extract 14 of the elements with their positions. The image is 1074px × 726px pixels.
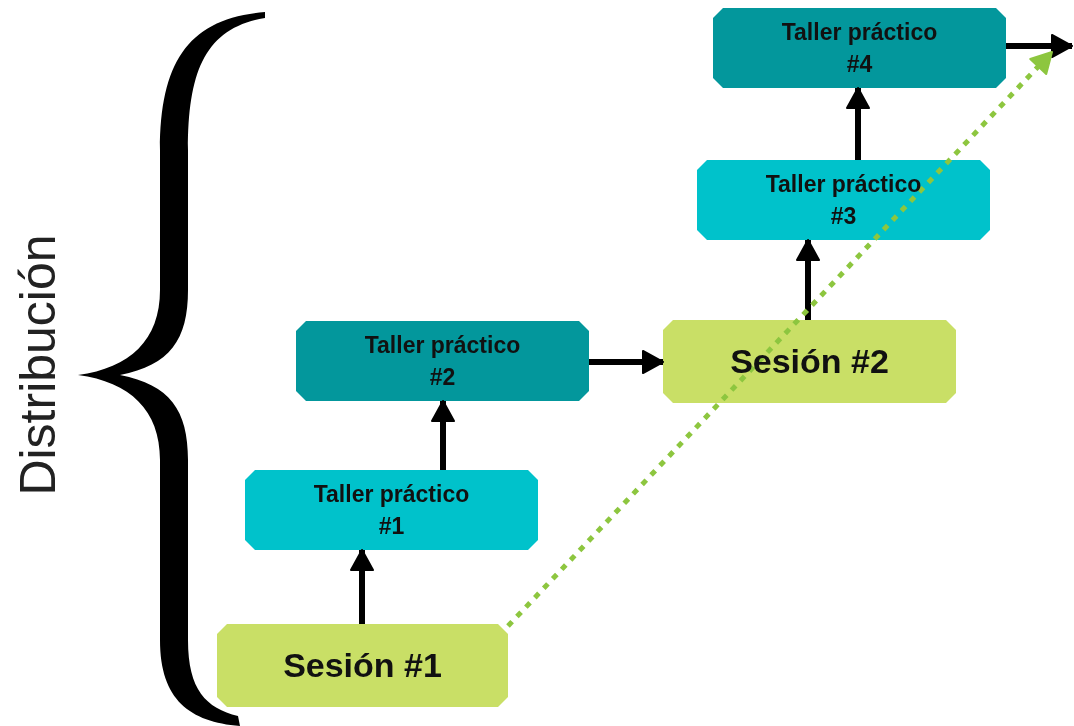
arrow (1006, 34, 1073, 58)
arrow (796, 239, 820, 320)
dotted-arrow (506, 50, 1054, 628)
box-label: Taller práctico #4 (780, 17, 939, 79)
box-label: Sesión #1 (283, 644, 442, 686)
arrow (350, 549, 374, 624)
arrow (431, 400, 455, 470)
box-label: Taller práctico #1 (312, 479, 471, 541)
box-label: Taller práctico #2 (363, 330, 522, 392)
box-label: Sesión #2 (730, 340, 889, 382)
box-label: Taller práctico #3 (764, 169, 923, 231)
side-label: Distribución (9, 233, 67, 498)
arrow (846, 87, 870, 160)
arrow (589, 350, 664, 374)
